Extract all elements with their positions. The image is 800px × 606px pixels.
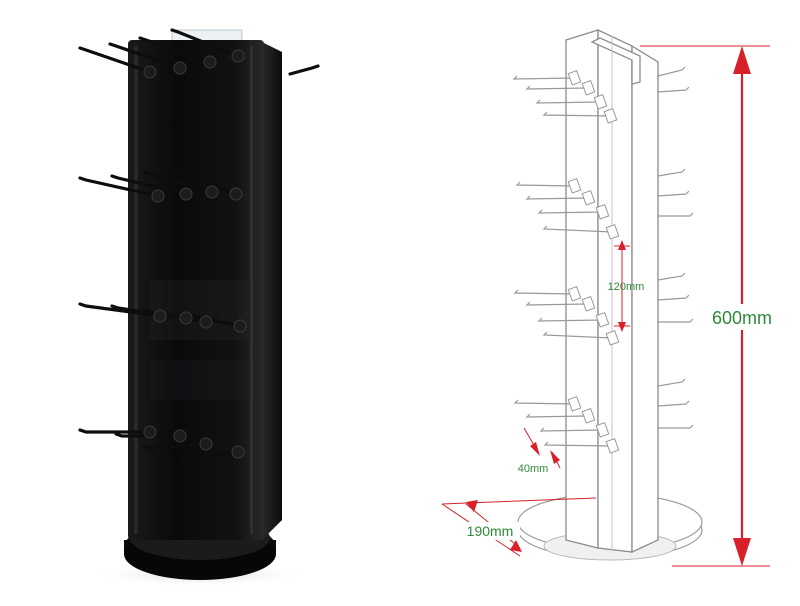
dim-600-label: 600mm xyxy=(712,308,772,328)
dim-190-arrow-2 xyxy=(510,540,522,552)
dim-600-label-bg xyxy=(704,304,780,330)
panel-reflection-2 xyxy=(150,360,250,400)
product-photo xyxy=(78,28,320,587)
drawing-hook-plates xyxy=(567,70,620,454)
photo-hook-mounts xyxy=(143,49,247,459)
dim-600-arrow-top xyxy=(733,46,751,74)
dim-120-arrow-bottom xyxy=(618,322,626,332)
panel-highlight xyxy=(134,46,138,534)
dim-120-label: 120mm xyxy=(608,281,645,293)
dim-190-label: 190mm xyxy=(467,523,514,539)
dim-190-arrow-1 xyxy=(466,500,478,512)
dim-40-arrow-1 xyxy=(530,442,540,456)
photo-side-panel xyxy=(262,42,282,540)
panel-reflection xyxy=(150,280,250,340)
dim-40-label: 40mm xyxy=(518,463,549,475)
drawing-hooks-left xyxy=(512,75,613,447)
dim-40-arrow-2 xyxy=(550,450,560,464)
dim-600-arrow-bottom xyxy=(733,538,751,566)
photo-svg xyxy=(78,28,320,587)
photo-front-panel xyxy=(128,40,264,540)
dim-120-arrow-top xyxy=(618,240,626,250)
panel-highlight-right xyxy=(250,46,253,534)
dim-190-label-bg xyxy=(460,522,520,540)
drawing-tower xyxy=(565,28,659,554)
photo-hooks xyxy=(78,28,320,462)
drawing-hooks-right xyxy=(657,66,694,429)
